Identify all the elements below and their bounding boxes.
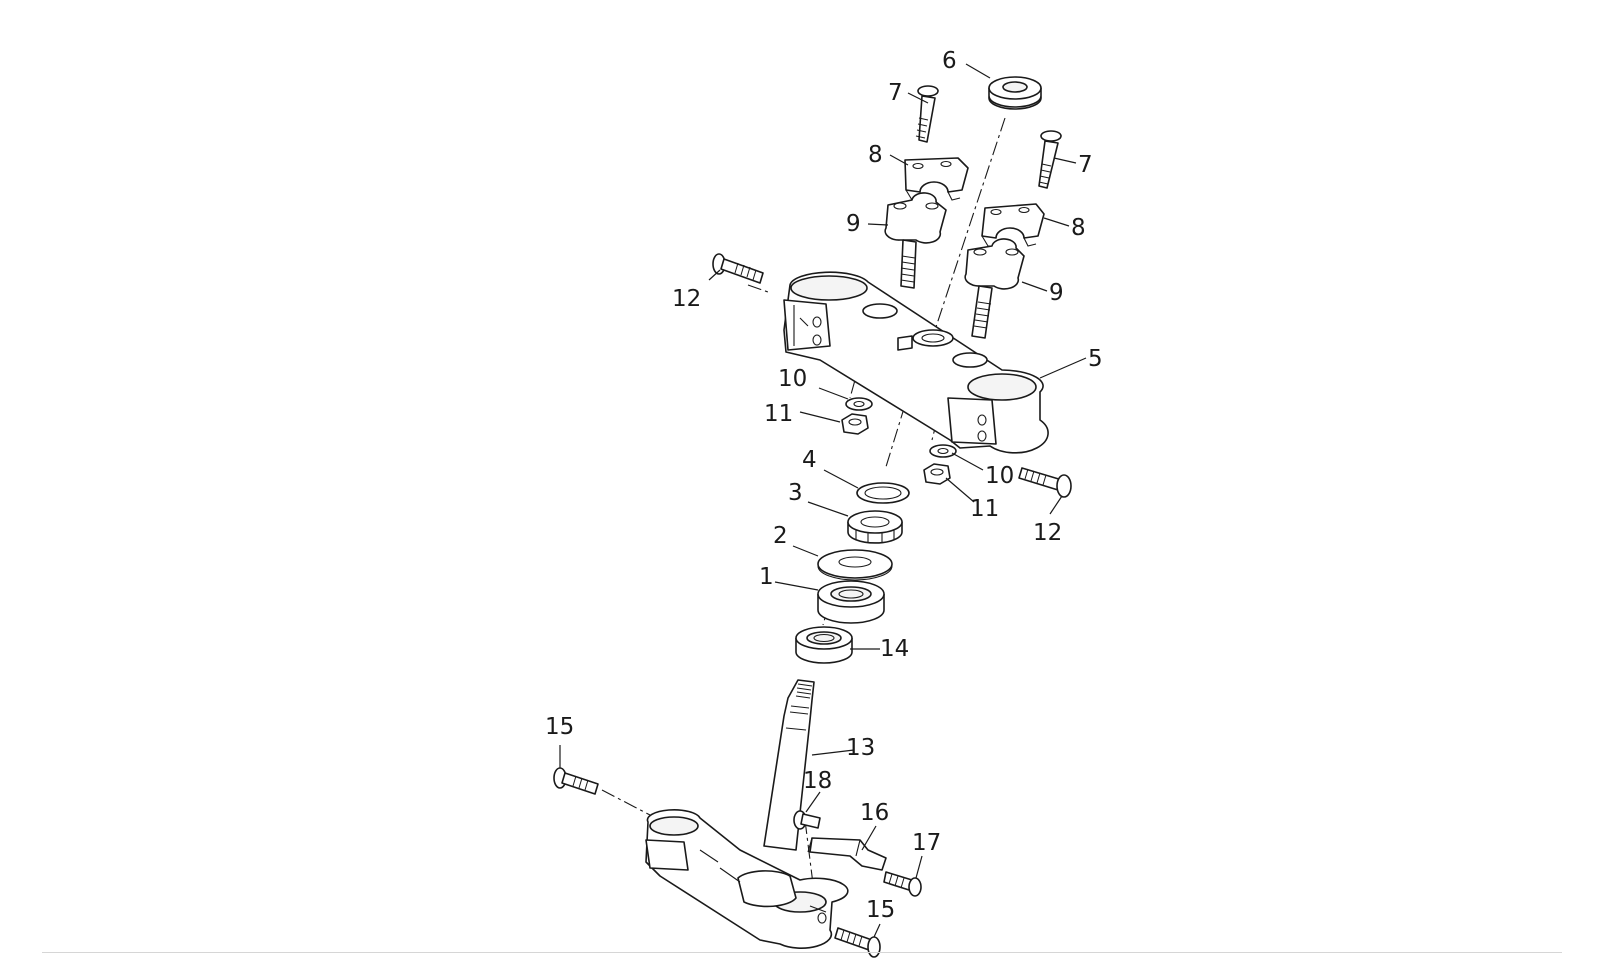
pinch-bolt-bottom-left	[553, 767, 599, 795]
callout-9-right: 9	[1049, 280, 1064, 306]
callout-13: 13	[846, 735, 875, 761]
nut-left	[841, 413, 869, 435]
callout-2: 2	[773, 523, 788, 549]
callout-7-right: 7	[1078, 152, 1093, 178]
top-nut	[988, 76, 1042, 110]
callout-7-left: 7	[888, 80, 903, 106]
callout-8-left: 8	[868, 142, 883, 168]
steering-stop-bracket	[807, 837, 887, 871]
callout-8-right: 8	[1071, 215, 1086, 241]
riser-right	[964, 238, 1025, 339]
dust-cover	[817, 549, 893, 581]
lower-bearing	[795, 626, 853, 664]
callout-15-left: 15	[545, 714, 574, 740]
callout-10-left: 10	[778, 366, 807, 392]
leader-lines	[559, 63, 1087, 938]
riser-left	[884, 192, 947, 289]
callout-6: 6	[942, 48, 957, 74]
callout-16: 16	[860, 800, 889, 826]
callout-labels: 6 7 7 8 8 9 9 12 12 5 10 10 11 11 4 3 2 …	[545, 48, 1103, 923]
handlebar-bolt-left	[915, 85, 939, 143]
callout-10-right: 10	[985, 463, 1014, 489]
callout-12-left: 12	[672, 286, 701, 312]
clamp-cap-left	[904, 157, 969, 201]
stop-pin	[793, 810, 821, 830]
upper-bearing	[817, 580, 885, 624]
pinch-bolt-top-left	[712, 253, 764, 284]
callout-9-left: 9	[846, 211, 861, 237]
thin-washer	[856, 482, 910, 504]
clamp-cap-right	[981, 203, 1045, 247]
callout-5: 5	[1088, 346, 1103, 372]
bracket-screw	[883, 871, 922, 897]
callout-4: 4	[802, 447, 817, 473]
callout-18: 18	[803, 768, 832, 794]
callout-11-right: 11	[970, 496, 999, 522]
callout-12-right: 12	[1033, 520, 1062, 546]
handlebar-bolt-right	[1038, 130, 1062, 189]
slotted-ring-nut	[847, 510, 903, 544]
callout-15-right: 15	[866, 897, 895, 923]
top-triple-clamp	[783, 271, 1049, 454]
nut-right	[923, 463, 951, 485]
steering-stem	[763, 679, 815, 851]
callout-1: 1	[759, 564, 774, 590]
callout-3: 3	[788, 480, 803, 506]
washer-right	[929, 444, 957, 458]
lower-triple-clamp	[645, 809, 849, 949]
callout-17: 17	[912, 830, 941, 856]
callout-14: 14	[880, 636, 909, 662]
bottom-divider	[42, 952, 1562, 953]
callout-11-left: 11	[764, 401, 793, 427]
pinch-bolt-top-right	[1018, 467, 1072, 498]
washer-left	[845, 397, 873, 411]
